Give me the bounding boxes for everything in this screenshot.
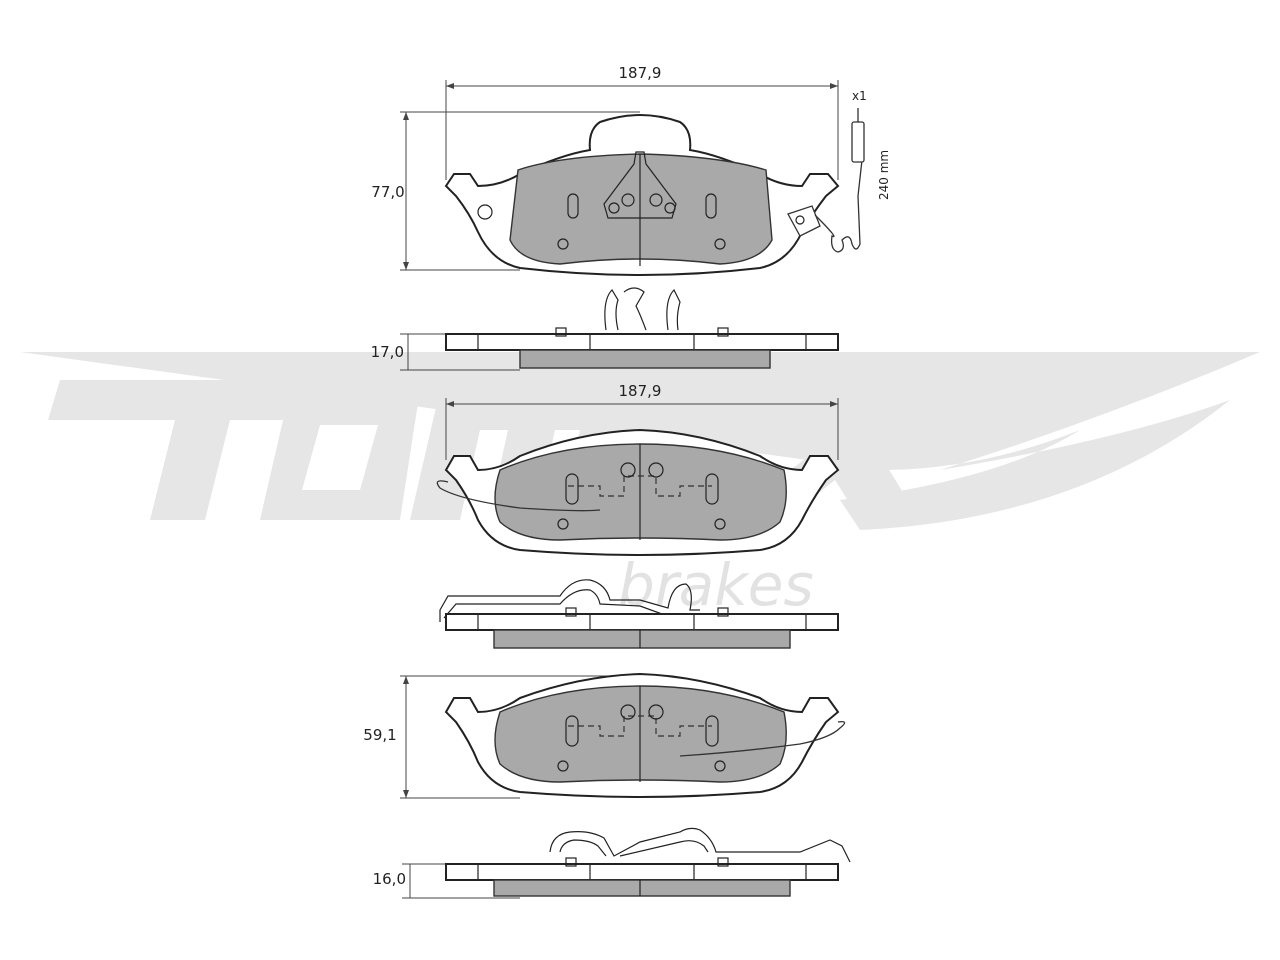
height-dimension-label-2: 59,1 (363, 726, 396, 744)
view-side-1: 17,0 (371, 287, 839, 371)
view-side-2 (439, 579, 839, 649)
view-back-1: 187,9 (436, 382, 840, 556)
sensor-length-label: 240 mm (877, 150, 891, 200)
sensor-quantity-label: x1 (852, 89, 867, 103)
wear-sensor: x1 240 mm (787, 89, 891, 253)
watermark-subtext: brakes (618, 551, 814, 619)
view-front-with-sensor: 187,9 77,0 x1 240 mm (371, 64, 891, 276)
thickness-dimension-label-2: 16,0 (373, 870, 406, 888)
thickness-dimension-label-1: 17,0 (371, 343, 404, 361)
height-dimension-label: 77,0 (371, 183, 404, 201)
width-dimension-label-2: 187,9 (619, 382, 662, 400)
width-dimension-label: 187,9 (619, 64, 662, 82)
view-back-2: 59,1 (363, 672, 846, 799)
view-side-3: 16,0 (373, 827, 851, 899)
